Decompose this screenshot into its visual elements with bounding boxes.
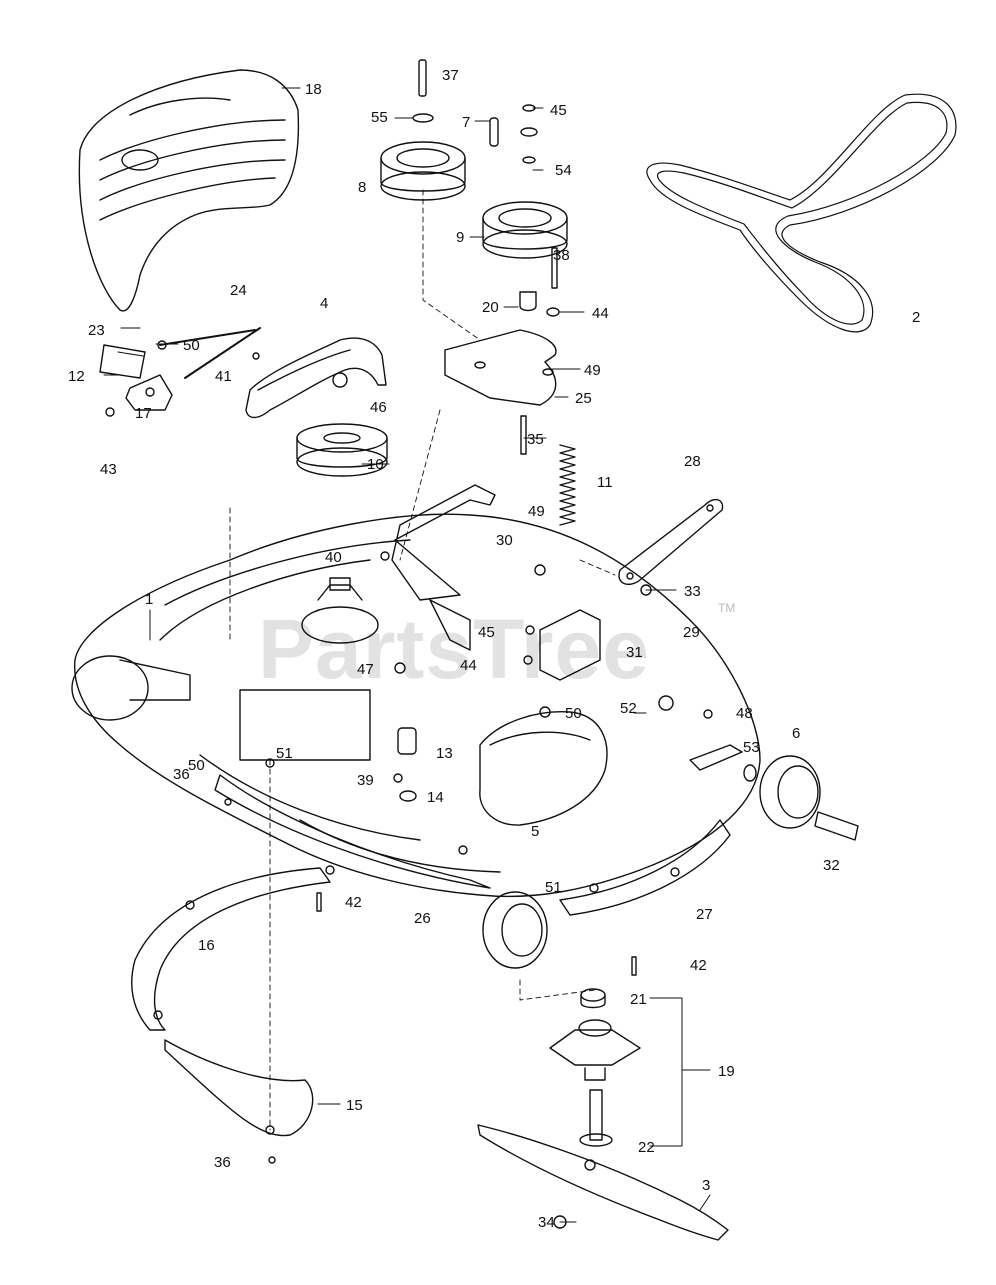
callout-label: 38	[553, 247, 570, 264]
callout-label: 50	[188, 757, 205, 774]
callout-label: 26	[414, 910, 431, 927]
callout-label: 25	[575, 390, 592, 407]
callout-label: 28	[684, 453, 701, 470]
callout-label: 45	[550, 102, 567, 119]
callout-label: 50	[183, 337, 200, 354]
callout-label: 4	[320, 295, 328, 312]
spindle-assembly-part	[549, 988, 641, 1147]
idler-pulley-9-stack	[482, 104, 568, 317]
callout-label: 24	[230, 282, 247, 299]
callout-label: 2	[912, 309, 920, 326]
callout-label: 3	[702, 1177, 710, 1194]
callout-label: 45	[478, 624, 495, 641]
callout-label: 51	[545, 879, 562, 896]
callout-label: 20	[482, 299, 499, 316]
idler-arm-part	[159, 327, 387, 419]
gauge-wheel-part	[482, 891, 548, 969]
watermark-trademark: TM	[718, 601, 735, 615]
callout-label: 30	[496, 532, 513, 549]
callout-label: 46	[370, 399, 387, 416]
callout-label: 55	[371, 109, 388, 126]
callout-label: 27	[696, 906, 713, 923]
callout-label: 9	[456, 229, 464, 246]
mower-blade-part	[477, 1124, 729, 1241]
callout-label: 11	[597, 474, 613, 491]
callout-label: 14	[427, 789, 444, 806]
callout-label: 23	[88, 322, 105, 339]
callout-label: 36	[214, 1154, 231, 1171]
tension-spring-part	[559, 444, 576, 526]
callout-label: 48	[736, 705, 753, 722]
callout-label: 35	[527, 431, 544, 448]
callout-label: 41	[215, 368, 232, 385]
callout-label: 50	[565, 705, 582, 722]
callout-label: 17	[135, 405, 152, 422]
callout-label: 52	[620, 700, 637, 717]
callout-label: 47	[357, 661, 374, 678]
callout-label: 49	[528, 503, 545, 520]
watermark-text: PartsTree	[258, 602, 650, 696]
callout-label: 10	[367, 456, 384, 473]
drive-belt-part	[646, 93, 957, 333]
idler-bracket-plate	[444, 329, 557, 455]
callout-label: 13	[436, 745, 453, 762]
callout-label: 31	[626, 644, 643, 661]
callout-label: 8	[358, 179, 366, 196]
fasteners	[224, 758, 637, 976]
deck-skirt-rails	[214, 774, 731, 916]
callout-label: 5	[531, 823, 539, 840]
callout-label: 1	[145, 591, 153, 608]
callout-label: 44	[592, 305, 609, 322]
callout-label: 54	[555, 162, 572, 179]
link-bar-part	[618, 498, 724, 596]
callout-label: 7	[462, 114, 470, 131]
callout-label: 21	[630, 991, 647, 1008]
callout-label: 44	[460, 657, 477, 674]
callout-label: 12	[68, 368, 85, 385]
callout-label: 43	[100, 461, 117, 478]
callout-label: 40	[325, 549, 342, 566]
callout-label: 37	[442, 67, 459, 84]
lower-baffle-part	[164, 1039, 314, 1164]
mount-bracket-part	[99, 340, 260, 417]
callout-label: 16	[198, 937, 215, 954]
callout-label: 19	[718, 1063, 735, 1080]
callout-label: 42	[690, 957, 707, 974]
callout-label: 39	[357, 772, 374, 789]
assembly-guide-lines	[229, 189, 616, 1131]
callout-label: 36	[173, 766, 190, 783]
mower-deck-shell	[71, 484, 761, 898]
callout-label: 53	[743, 739, 760, 756]
callout-label: 22	[638, 1139, 655, 1156]
callout-labels: 1 2 3 4 5 6 7 8 9 10 11 12 13 14 15 16 1…	[68, 67, 920, 1231]
callout-label: 51	[276, 745, 293, 762]
callout-label: 6	[792, 725, 800, 742]
callout-label: 34	[538, 1214, 555, 1231]
callout-label: 32	[823, 857, 840, 874]
callout-label: 18	[305, 81, 322, 98]
belt-cover-part	[78, 69, 300, 312]
deck-pulley-part	[296, 423, 388, 477]
front-baffle-part	[131, 865, 335, 1031]
callout-label: 42	[345, 894, 362, 911]
callout-label: 15	[346, 1097, 363, 1114]
callout-label: 29	[683, 624, 700, 641]
leader-lines	[103, 87, 711, 1223]
callout-label: 33	[684, 583, 701, 600]
rear-wheel-part	[658, 695, 859, 841]
callout-label: 49	[584, 362, 601, 379]
